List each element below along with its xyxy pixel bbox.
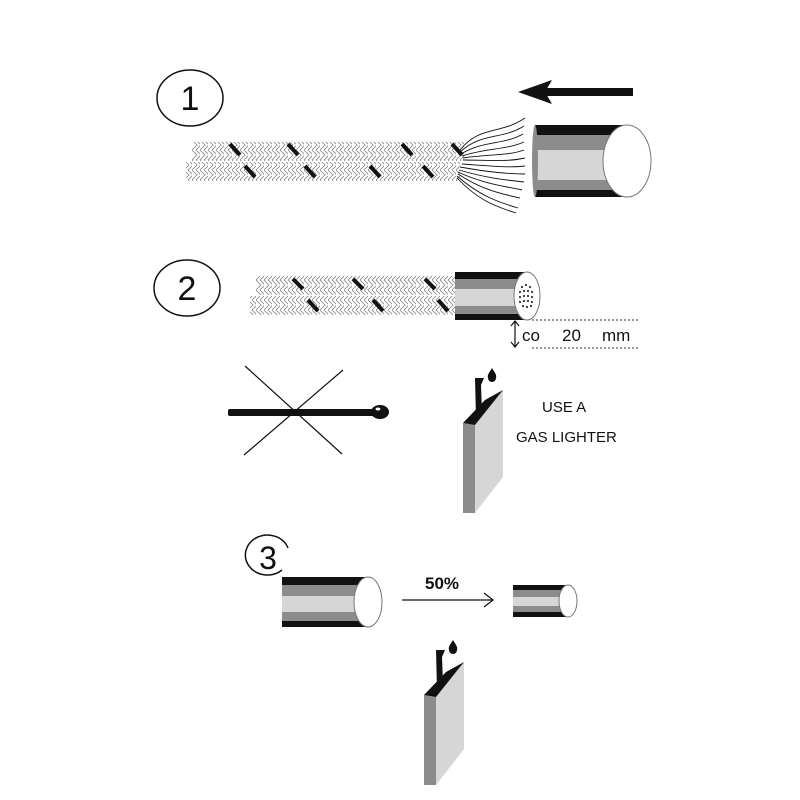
shrink-arrow-icon (402, 592, 494, 608)
instruction-line-2: GAS LIGHTER (516, 429, 617, 446)
braided-cable (250, 276, 456, 315)
step-number-circle (156, 69, 224, 127)
direction-arrow-icon (518, 80, 633, 104)
no-match-icon (228, 365, 389, 456)
heat-shrink-tube-before (282, 576, 383, 628)
instruction-line-1: USE A (542, 399, 586, 416)
double-arrow-icon (510, 320, 520, 348)
frayed-fibers (456, 117, 526, 214)
gas-lighter-icon (463, 368, 503, 513)
step-number: 3 (259, 540, 277, 576)
measure-prefix: co (522, 326, 540, 345)
measurement-indicator: co 20 mm (510, 319, 640, 349)
measure-value: 20 (562, 326, 581, 345)
heat-shrink-tube (532, 124, 652, 198)
step-number-circle (244, 534, 289, 576)
gas-lighter-icon (424, 640, 464, 785)
step-1: 1 (156, 69, 652, 214)
step-number: 2 (178, 270, 197, 308)
step-2: 2 (153, 259, 640, 513)
heat-shrink-tube-after (513, 584, 578, 618)
step-number: 1 (181, 80, 200, 118)
step-3: 3 50% (244, 534, 578, 785)
measure-unit: mm (602, 326, 630, 345)
cable-strands-end (518, 283, 534, 309)
heat-shrink-tube-on-cable (455, 271, 541, 321)
braided-cable (186, 117, 526, 214)
shrink-percentage: 50% (425, 574, 459, 593)
step-number-circle (153, 259, 221, 317)
